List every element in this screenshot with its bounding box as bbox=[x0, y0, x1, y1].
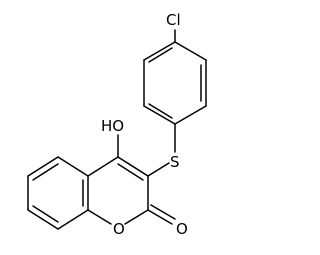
bond-c7-c8 bbox=[27, 209, 59, 230]
bond-s-c3 bbox=[147, 162, 170, 177]
chlorine-label: Cl bbox=[166, 11, 181, 29]
bond-c7-c8-inner bbox=[32, 205, 59, 223]
bond-ring-a-inner-2 bbox=[148, 103, 173, 119]
bond-ring-a-4 bbox=[143, 105, 176, 125]
sulfur-label: S bbox=[170, 153, 180, 171]
bond-c2-carbonyl-double bbox=[150, 204, 176, 220]
bond-c4-c4a bbox=[87, 156, 119, 177]
bond-ring-a-3 bbox=[174, 105, 207, 125]
bond-c5-c6 bbox=[27, 156, 59, 177]
bond-c2-carbonyl bbox=[147, 209, 173, 225]
bond-c3-c4 bbox=[117, 156, 149, 177]
bond-ring-a-6 bbox=[143, 41, 176, 61]
bond-c2-o1 bbox=[124, 209, 149, 225]
benzo-ring bbox=[27, 156, 89, 230]
bond-c4a-c5 bbox=[57, 156, 89, 177]
bond-c8-c8a bbox=[57, 209, 89, 230]
bond-c3-c4-inner bbox=[117, 163, 144, 181]
bond-c5-c6-inner bbox=[32, 163, 59, 181]
carbonyl-oxygen-label: O bbox=[176, 220, 188, 238]
pyranone-ring bbox=[87, 156, 149, 225]
ring-oxygen-label: O bbox=[113, 220, 125, 238]
bond-ring-a-1 bbox=[174, 41, 207, 61]
molecule-structure: Cl S HO O O bbox=[27, 11, 207, 238]
bond-o1-c8a bbox=[87, 209, 112, 225]
hydroxyl-label: HO bbox=[101, 117, 124, 135]
bond-ring-a-inner-3 bbox=[148, 47, 173, 63]
chlorophenyl-ring bbox=[143, 41, 207, 125]
